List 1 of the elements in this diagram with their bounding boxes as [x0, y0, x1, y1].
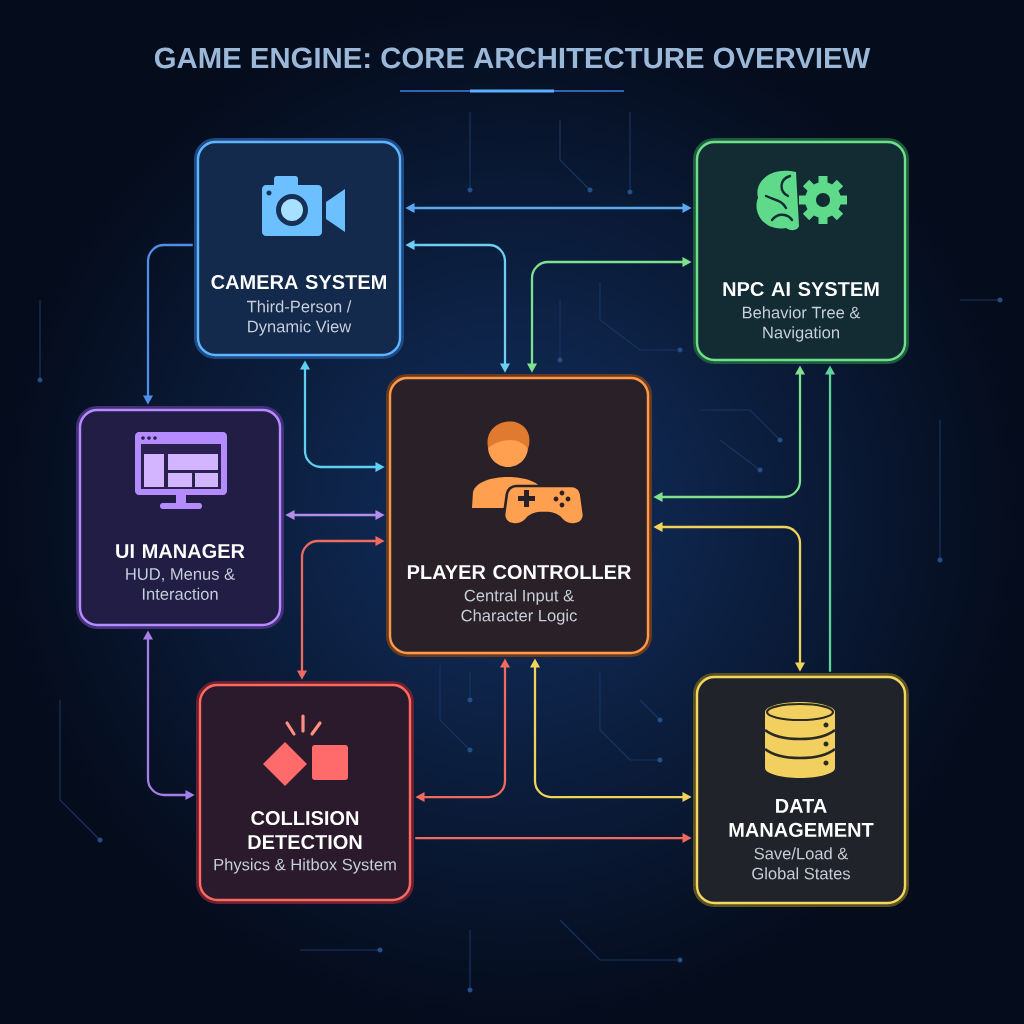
title: GAME ENGINE: CORE ARCHITECTURE OVERVIEW [154, 47, 871, 69]
